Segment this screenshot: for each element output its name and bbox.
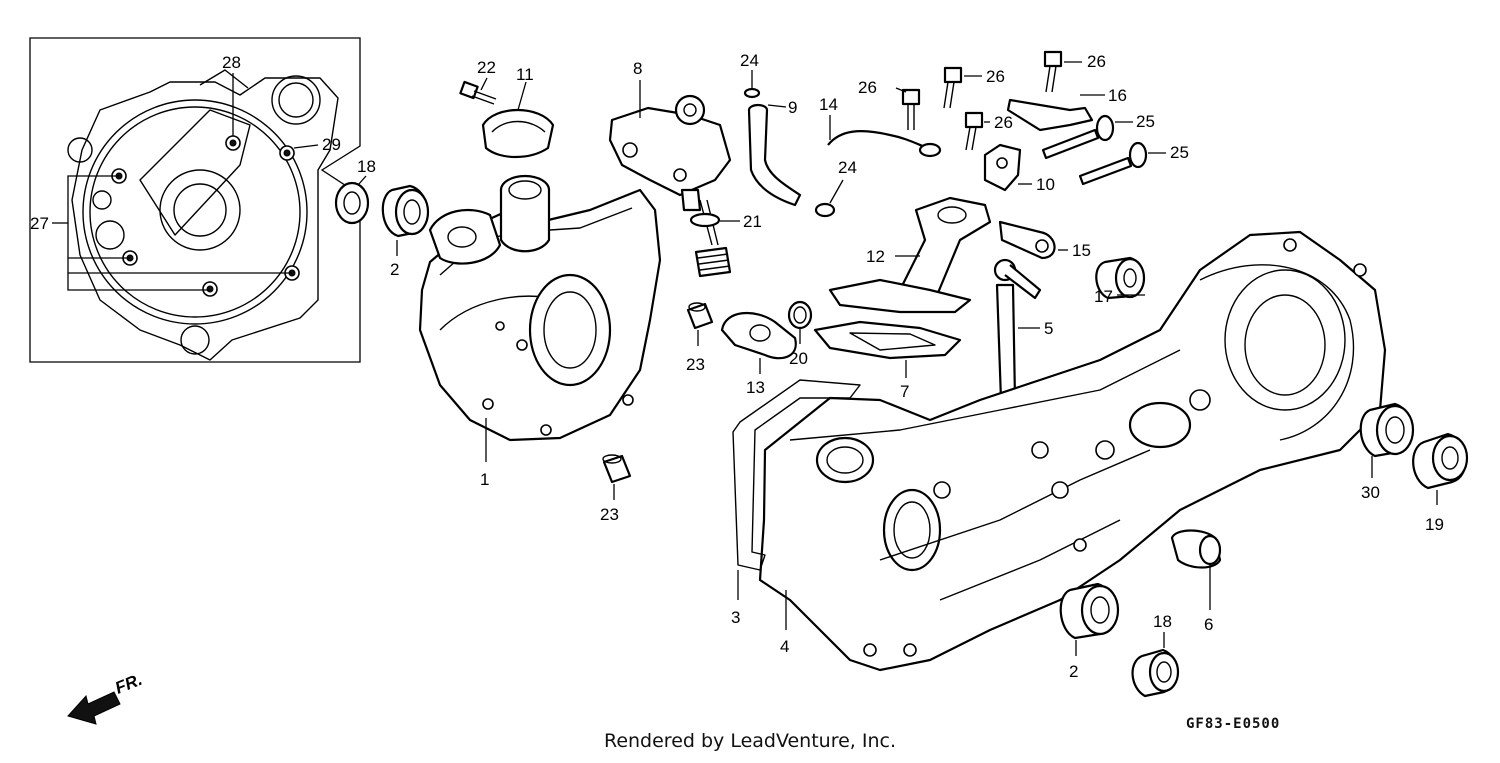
callout-25-bottom: 25 xyxy=(1170,143,1189,162)
callout-29: 29 xyxy=(322,135,341,154)
callout-8: 8 xyxy=(633,59,642,78)
callout-12: 12 xyxy=(866,247,885,266)
gasket-7 xyxy=(813,320,962,378)
callout-15: 15 xyxy=(1072,241,1091,260)
oil-pump-8 xyxy=(608,80,732,212)
callout-23-upper: 23 xyxy=(686,355,705,374)
callout-17: 17 xyxy=(1094,287,1113,306)
oil-seal-18-bottom xyxy=(1131,632,1180,698)
callout-11: 11 xyxy=(516,65,534,84)
bolts-26 xyxy=(895,50,1082,151)
intake-pipe-12 xyxy=(828,196,992,314)
bracket-15 xyxy=(998,220,1068,260)
footer-credit: Rendered by LeadVenture, Inc. xyxy=(603,730,897,752)
callout-9: 9 xyxy=(788,98,797,117)
bolts-25 xyxy=(1041,114,1166,186)
callout-4: 4 xyxy=(780,637,789,656)
callout-22: 22 xyxy=(477,58,496,77)
callout-24-lower: 24 xyxy=(838,158,857,177)
callout-24-top: 24 xyxy=(740,51,759,70)
fr-label: FR. xyxy=(112,670,145,698)
callout-7: 7 xyxy=(900,382,909,401)
bush-17 xyxy=(1095,256,1146,300)
shaft-21 xyxy=(689,199,740,278)
diagram-code: GF83-E0500 xyxy=(1186,716,1281,732)
wire-14 xyxy=(827,115,942,158)
bolt-22 xyxy=(459,77,497,105)
callout-26-b: 26 xyxy=(986,67,1005,86)
callout-26-c: 26 xyxy=(1087,52,1106,71)
callout-2-bottom: 2 xyxy=(1069,662,1078,681)
hose-9 xyxy=(747,103,802,207)
callout-1: 1 xyxy=(480,470,489,489)
callout-5: 5 xyxy=(1044,319,1053,338)
callout-16: 16 xyxy=(1108,86,1127,105)
clip-24-lower xyxy=(814,179,844,218)
callout-30: 30 xyxy=(1361,483,1380,502)
callout-26-d: 26 xyxy=(994,113,1013,132)
dowel-23-lower xyxy=(602,454,632,500)
callout-27: 27 xyxy=(30,214,49,233)
callout-20: 20 xyxy=(789,349,808,368)
callout-6: 6 xyxy=(1204,615,1213,634)
callout-labels: 1 2 2 3 4 5 6 7 8 9 10 11 12 13 14 15 16… xyxy=(30,51,1444,681)
callout-10: 10 xyxy=(1036,175,1055,194)
callout-23-lower: 23 xyxy=(600,505,619,524)
arrow-icon xyxy=(67,691,121,725)
callout-19: 19 xyxy=(1425,515,1444,534)
inset-detail xyxy=(29,37,361,363)
inset-frame xyxy=(29,37,361,363)
bearing-2-bottom xyxy=(1059,582,1120,656)
bracket-10 xyxy=(983,143,1032,192)
o-ring-20 xyxy=(787,300,813,344)
callout-26-a: 26 xyxy=(858,78,877,97)
dowel-6 xyxy=(1170,529,1222,610)
callout-18-bottom: 18 xyxy=(1153,612,1172,631)
bracket-16 xyxy=(1006,94,1105,132)
oil-seal-18-top xyxy=(334,175,370,225)
dowel-23-upper xyxy=(686,302,714,346)
bearing-2-top xyxy=(381,184,430,256)
oil-seal-19 xyxy=(1412,432,1469,505)
callout-3: 3 xyxy=(731,608,740,627)
right-crankcase xyxy=(758,230,1387,672)
callout-2-top: 2 xyxy=(390,260,399,279)
gasket-3 xyxy=(732,379,861,600)
bearing-30 xyxy=(1359,402,1415,478)
front-direction-arrow: FR. xyxy=(67,670,145,725)
left-crankcase xyxy=(418,174,662,462)
gasket-13 xyxy=(720,311,797,374)
callout-25-top: 25 xyxy=(1136,112,1155,131)
clip-24-top xyxy=(743,70,761,99)
callout-13: 13 xyxy=(746,378,765,397)
callout-18-top: 18 xyxy=(357,157,376,176)
clamp-11 xyxy=(481,81,555,158)
callout-28: 28 xyxy=(222,53,241,72)
callout-14: 14 xyxy=(819,95,838,114)
hose-5 xyxy=(993,258,1042,402)
callout-21: 21 xyxy=(743,212,762,231)
